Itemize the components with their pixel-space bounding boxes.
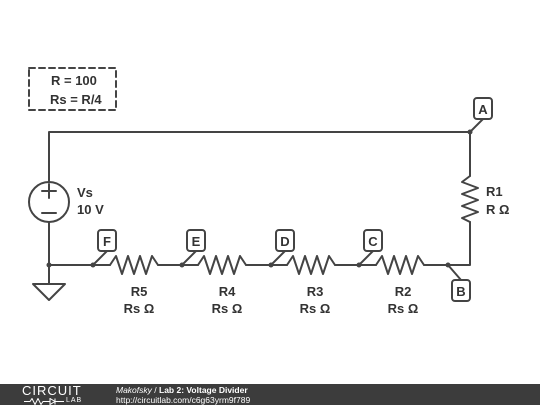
voltage-source-symbol [28, 181, 70, 223]
node-label-box-f [97, 229, 117, 252]
circuit-url-link[interactable]: http://circuitlab.com/c6g63yrm9f789 [116, 395, 251, 405]
node-label-box-b [451, 279, 471, 302]
parameter-box [28, 67, 117, 111]
resistor-r3-symbol [286, 255, 336, 275]
resistor-r1-symbol [461, 175, 479, 223]
parameter-line-1: R = 100 [51, 73, 97, 88]
parameter-line-2: Rs = R/4 [50, 92, 102, 107]
junction-dot [90, 262, 96, 268]
probe-lead-c [358, 250, 374, 266]
circuit-schematic: R = 100 Rs = R/4 Vs 10 V R1 R Ω R5 Rs Ω … [28, 67, 509, 316]
node-label-b: B [456, 284, 465, 299]
resistor-r5-symbol [109, 255, 159, 275]
probe-lead-a [469, 118, 484, 133]
breadcrumb-separator: / [151, 385, 159, 395]
circuit-info: Makofsky / Lab 2: Voltage Divider http:/… [116, 385, 250, 405]
logo-wordmark-bottom: LAB [66, 397, 83, 404]
logo-wordmark-top: CIRCUIT [22, 384, 82, 398]
resistor-r3-id: R3 [307, 284, 324, 299]
node-label-d: D [280, 234, 289, 249]
junction-dot [445, 262, 451, 268]
circuit-title: Lab 2: Voltage Divider [159, 385, 248, 395]
resistor-r4-symbol [197, 255, 247, 275]
probe-lead-e [181, 250, 197, 266]
node-label-box-d [275, 229, 295, 252]
circuitlab-logo[interactable]: CIRCUIT LAB [22, 384, 92, 405]
source-name: Vs [77, 185, 93, 200]
node-label-c: C [368, 234, 378, 249]
resistor-r5-value: Rs Ω [124, 301, 155, 316]
junction-dot [268, 262, 274, 268]
resistor-r5-id: R5 [131, 284, 148, 299]
resistor-r3-value: Rs Ω [300, 301, 331, 316]
junction-dot [356, 262, 362, 268]
node-label-box-a [473, 97, 493, 120]
node-label-box-e [186, 229, 206, 252]
resistor-r2-id: R2 [395, 284, 412, 299]
logo-resistor-diode-icon [24, 398, 64, 405]
probe-lead-b [447, 264, 462, 281]
resistor-r4-id: R4 [219, 284, 236, 299]
resistor-r1-value: R Ω [486, 202, 509, 217]
junction-dot [46, 262, 52, 268]
node-label-e: E [192, 234, 201, 249]
footer-bar: CIRCUIT LAB Makofsky / Lab 2: Voltage Di… [0, 384, 540, 405]
wire-right [429, 221, 471, 266]
probe-lead-d [270, 250, 286, 266]
ground-symbol [32, 264, 66, 301]
plus-sign [41, 183, 57, 199]
resistor-r2-value: Rs Ω [388, 301, 419, 316]
node-label-box-c [363, 229, 383, 252]
probe-lead-f [92, 250, 108, 266]
resistor-r2-symbol [375, 255, 425, 275]
junction-dot [467, 129, 473, 135]
resistor-r4-value: Rs Ω [212, 301, 243, 316]
node-label-f: F [103, 234, 111, 249]
node-label-a: A [478, 102, 488, 117]
author-link[interactable]: Makofsky [116, 385, 152, 395]
source-value: 10 V [77, 202, 104, 217]
junction-dot [179, 262, 185, 268]
resistor-r1-id: R1 [486, 184, 503, 199]
wire-top [48, 131, 471, 183]
